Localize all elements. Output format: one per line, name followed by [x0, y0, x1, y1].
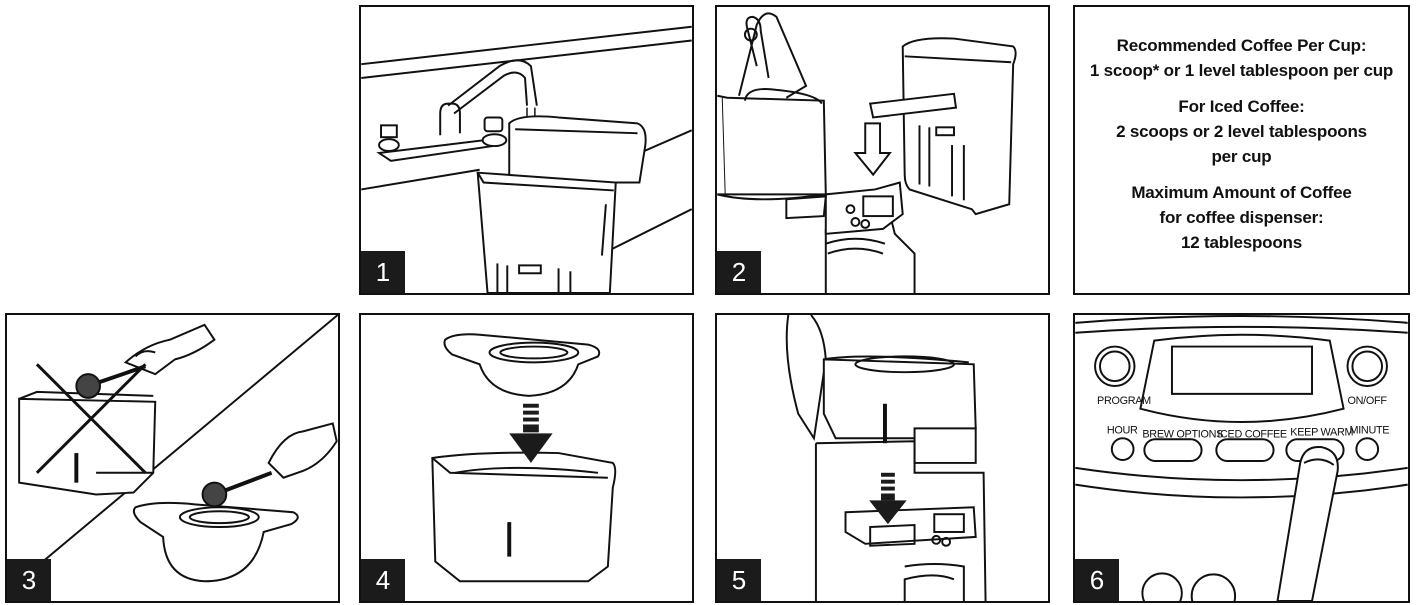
max-amount-heading-2: for coffee dispenser: — [1159, 208, 1324, 227]
basket-insert-illustration — [431, 333, 617, 583]
brew-options-label: BREW OPTIONS — [1142, 428, 1223, 440]
arrow-down-icon — [869, 472, 907, 525]
step-4-panel: 4 — [359, 313, 694, 603]
step-number: 2 — [717, 251, 761, 293]
step-number: 5 — [717, 559, 761, 601]
iced-coffee-button — [1215, 438, 1275, 462]
cross-out-icon — [35, 363, 147, 474]
program-label: PROGRAM — [1097, 395, 1151, 407]
step-3-panel: 3 — [5, 313, 340, 603]
coffee-per-cup-text: 1 scoop* or 1 level tablespoon per cup — [1089, 61, 1394, 80]
brew-options-button — [1143, 438, 1203, 462]
step-number: 3 — [7, 559, 51, 601]
hour-label: HOUR — [1107, 424, 1138, 436]
coffee-measure-info-box: Recommended Coffee Per Cup: 1 scoop* or … — [1073, 5, 1410, 295]
step-2-panel: 2 — [715, 5, 1050, 295]
on-off-label: ON/OFF — [1348, 395, 1388, 407]
iced-coffee-text-2: per cup — [1211, 147, 1272, 166]
step-number: 4 — [361, 559, 405, 601]
step-5-panel: 5 — [715, 313, 1050, 603]
arrow-down-icon — [853, 92, 958, 177]
step-6-panel: PROGRAM ON/OFF HOUR BREW OPTIONS ICED CO… — [1073, 313, 1410, 603]
iced-coffee-heading: For Iced Coffee: — [1178, 97, 1305, 116]
step-number: 6 — [1075, 559, 1119, 601]
control-panel-illustration: PROGRAM ON/OFF HOUR BREW OPTIONS ICED CO… — [1075, 315, 1408, 601]
arrow-down-icon — [509, 403, 553, 463]
step-1-panel: 1 — [359, 5, 694, 295]
coffee-per-cup-heading: Recommended Coffee Per Cup: — [1116, 36, 1367, 55]
finger-press-icon — [1276, 445, 1339, 601]
on-off-button — [1346, 345, 1388, 387]
keep-warm-label: KEEP WARM — [1290, 426, 1353, 438]
step-number: 1 — [361, 251, 405, 293]
faucet-illustration — [361, 25, 692, 293]
max-amount-text: 12 tablespoons — [1181, 233, 1302, 252]
insert-reservoir-illustration — [717, 12, 1017, 293]
iced-coffee-label: ICED COFFEE — [1217, 428, 1287, 440]
max-amount-heading-1: Maximum Amount of Coffee — [1131, 183, 1352, 202]
dispenser-insert-illustration — [785, 315, 987, 601]
program-button — [1094, 345, 1136, 387]
iced-coffee-text-1: 2 scoops or 2 level tablespoons — [1116, 122, 1367, 141]
minute-button — [1355, 437, 1380, 461]
scoop-illustration — [18, 315, 338, 583]
minute-label: MINUTE — [1349, 424, 1389, 436]
hour-button — [1110, 437, 1135, 461]
